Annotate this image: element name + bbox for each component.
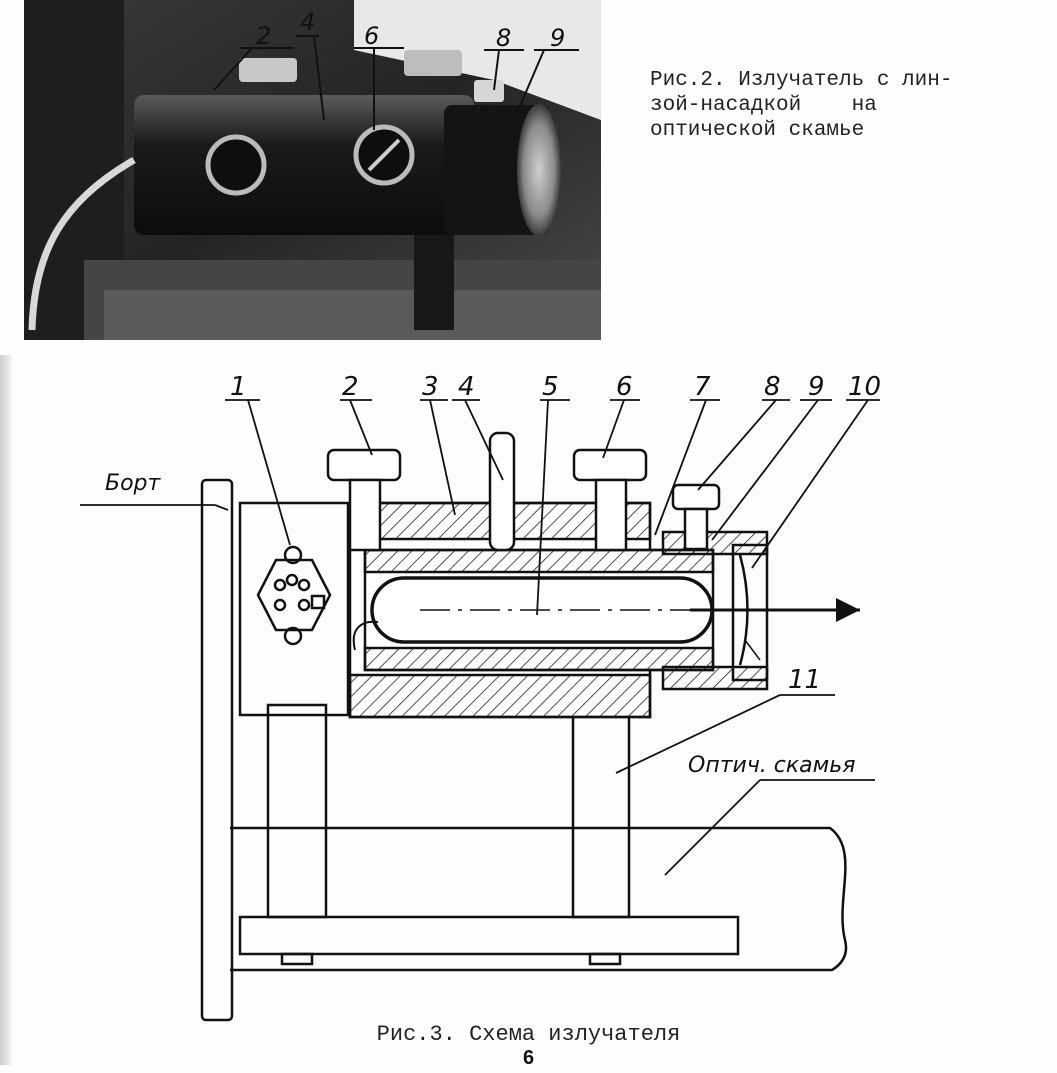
figure2-caption-line2: зой-насадкой на [650, 94, 877, 117]
label-1: 1 [230, 372, 247, 402]
emitter-photo: 2 4 6 8 9 [24, 0, 601, 340]
label-8: 8 [764, 372, 781, 402]
photo-label-9: 9 [550, 24, 565, 52]
optical-bench-label: Оптич. скамья [688, 753, 855, 778]
emitter-schematic: 1 2 3 4 5 6 7 8 9 10 11 Борт Оптич. скам… [80, 372, 881, 1022]
photo-label-2: 2 [256, 22, 271, 50]
page-number: 6 [522, 1047, 535, 1069]
figure3-caption: Рис.3. Схема излучателя [376, 1022, 681, 1047]
label-2: 2 [342, 372, 359, 402]
figure2-caption-line3: оптической скамье [650, 119, 865, 142]
label-5: 5 [542, 372, 559, 402]
label-3: 3 [422, 372, 439, 402]
figure2-caption-line1: Рис.2. Излучатель с лин- [650, 69, 953, 92]
label-6: 6 [616, 372, 633, 402]
photo-label-4: 4 [300, 8, 315, 36]
label-11: 11 [788, 665, 821, 695]
label-4: 4 [458, 372, 475, 402]
figure2-caption: Рис.2. Излучатель с лин- зой-насадкой на… [650, 68, 952, 143]
photo-label-8: 8 [496, 24, 511, 52]
label-7: 7 [694, 372, 711, 402]
label-10: 10 [848, 372, 881, 402]
page-edge-shadow [0, 355, 12, 1065]
board-label: Борт [105, 471, 162, 496]
photo-label-6: 6 [364, 22, 379, 50]
label-9: 9 [808, 372, 825, 402]
